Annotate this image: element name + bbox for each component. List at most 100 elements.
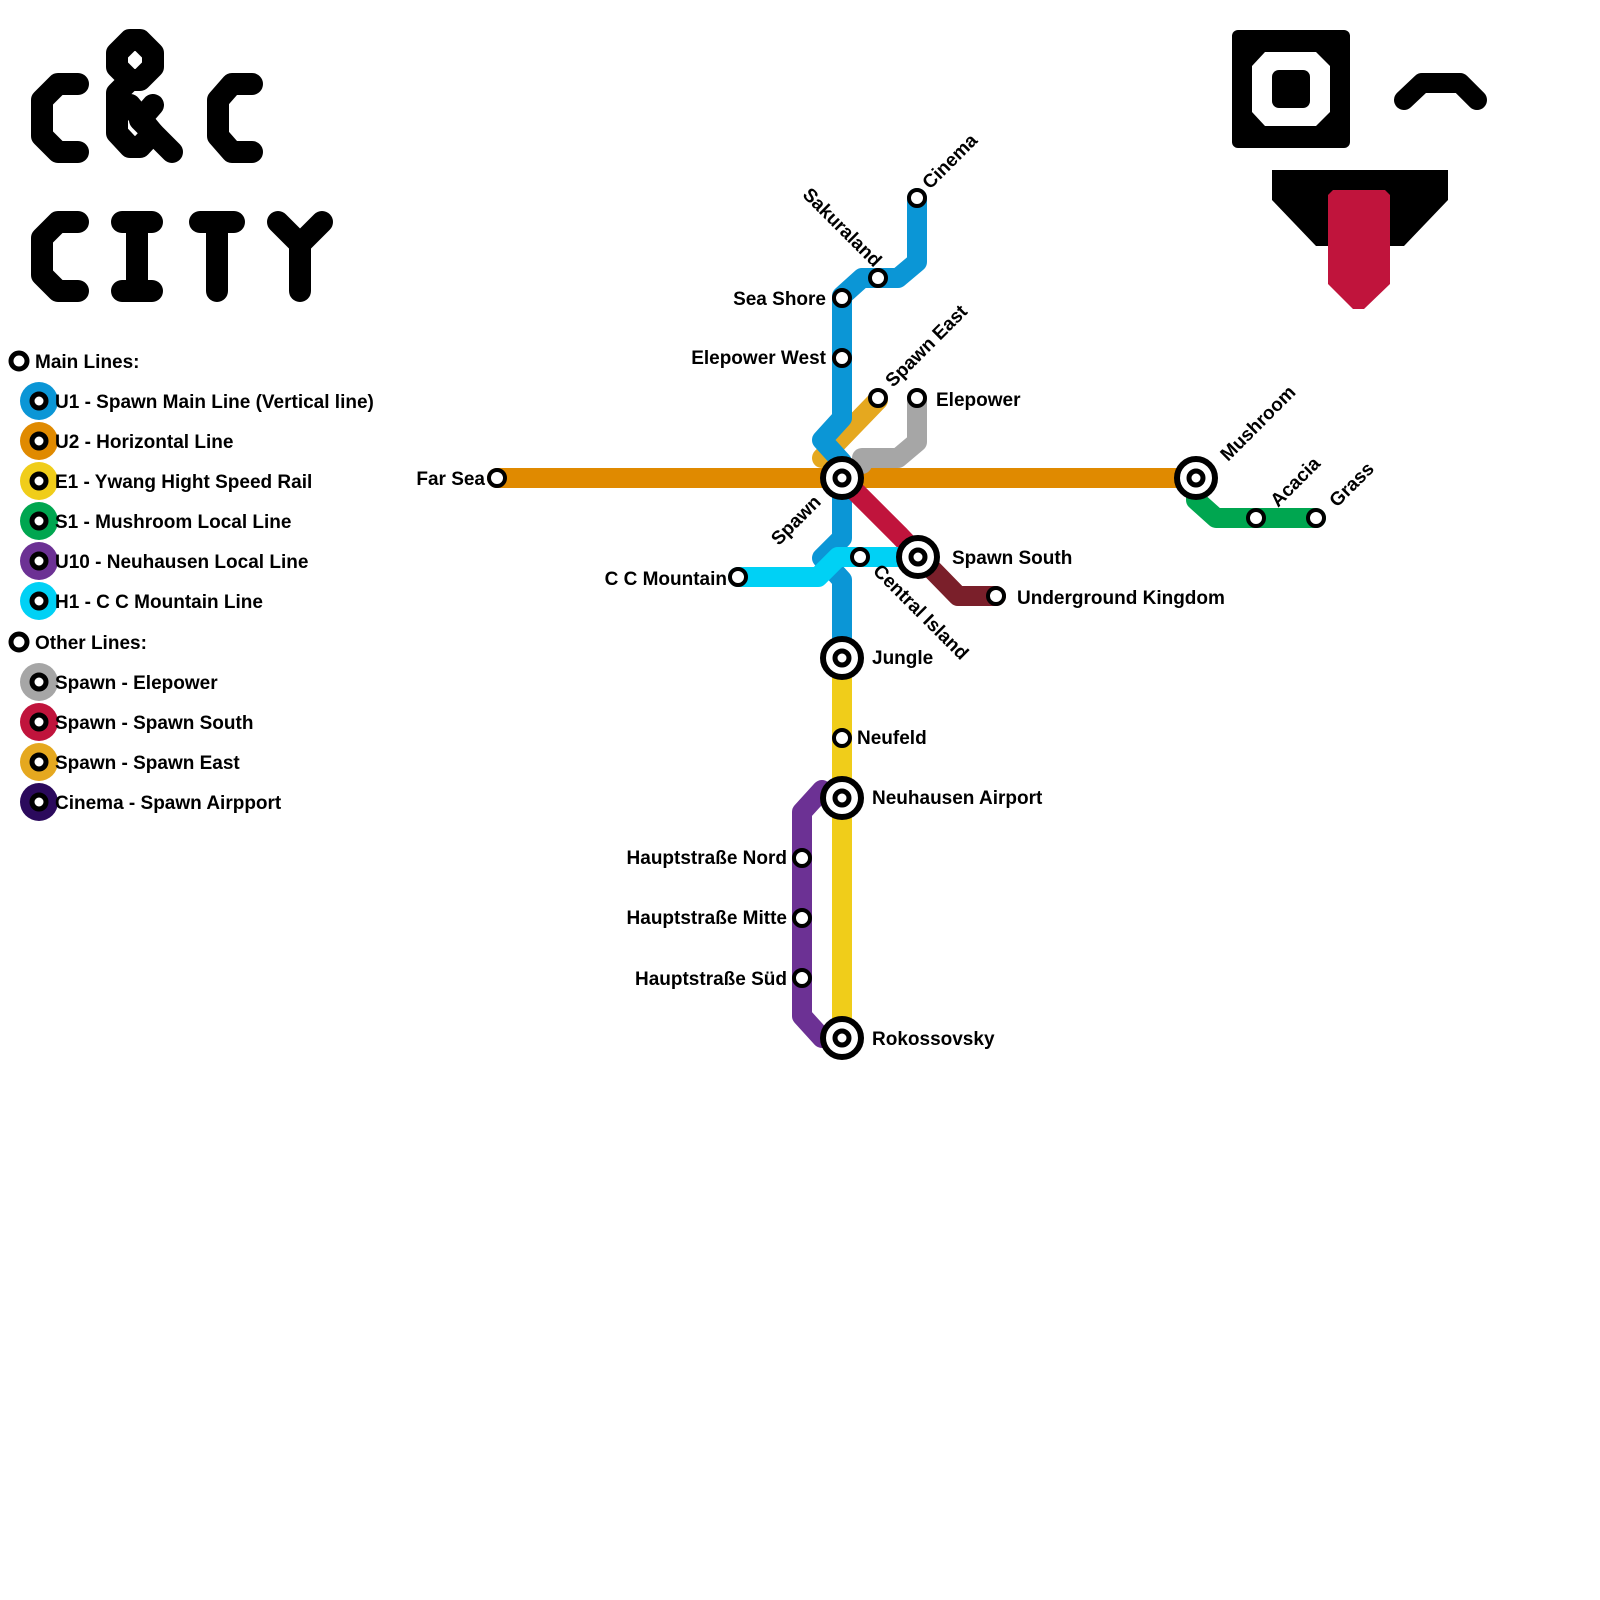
legend-station-dot	[29, 391, 49, 411]
legend-station-dot	[29, 591, 49, 611]
station-dot	[792, 908, 812, 928]
legend-item-main-0[interactable]: U1 - Spawn Main Line (Vertical line)	[20, 382, 374, 420]
station-underground-kingdom[interactable]	[986, 586, 1006, 606]
station-cinema[interactable]	[907, 188, 927, 208]
map-title-graphic	[31, 29, 333, 302]
legend-station-dot	[29, 471, 49, 491]
station-mushroom[interactable]	[1174, 456, 1218, 500]
legend-item-main-1[interactable]: U2 - Horizontal Line	[20, 422, 233, 460]
legend-item-main-2[interactable]: E1 - Ywang Hight Speed Rail	[20, 462, 312, 500]
station-spawn-east[interactable]	[868, 388, 888, 408]
legend-item-label: Spawn - Spawn East	[55, 753, 240, 774]
station-hauptstrasse-sued[interactable]	[792, 968, 812, 988]
station-neuhausen-airport[interactable]	[820, 776, 864, 820]
station-elepower[interactable]	[907, 388, 927, 408]
legend-station-dot	[29, 431, 49, 451]
legend-item-main-4[interactable]: U10 - Neuhausen Local Line	[20, 542, 308, 580]
station-elepower-west[interactable]	[832, 348, 852, 368]
station-dot	[1186, 468, 1206, 488]
legend-station-dot	[29, 752, 49, 772]
station-dot	[1246, 508, 1266, 528]
station-spawn[interactable]	[820, 456, 864, 500]
legend-main-heading-dot	[8, 350, 30, 372]
station-label-elepower-west[interactable]: Elepower West	[691, 348, 826, 369]
station-label-jungle[interactable]: Jungle	[872, 648, 933, 669]
station-dot	[832, 728, 852, 748]
station-label-neufeld[interactable]: Neufeld	[857, 728, 927, 749]
legend-station-dot	[29, 511, 49, 531]
station-neufeld[interactable]	[832, 728, 852, 748]
station-c-c-mountain[interactable]	[728, 567, 748, 587]
station-sea-shore[interactable]	[832, 288, 852, 308]
station-label-c-c-mountain[interactable]: C C Mountain	[605, 569, 727, 590]
legend-item-label: Cinema - Spawn Airpport	[55, 793, 282, 814]
legend-item-other-1[interactable]: Spawn - Spawn South	[20, 703, 253, 741]
legend-item-main-3[interactable]: S1 - Mushroom Local Line	[20, 502, 291, 540]
station-rokossovsky[interactable]	[820, 1016, 864, 1060]
station-label-underground-kingdom[interactable]: Underground Kingdom	[1017, 588, 1225, 609]
station-dot	[832, 288, 852, 308]
station-hauptstrasse-nord[interactable]	[792, 848, 812, 868]
station-dot	[832, 788, 852, 808]
station-central-island[interactable]	[850, 547, 870, 567]
station-sakuraland[interactable]	[868, 268, 888, 288]
stations	[487, 188, 1326, 1060]
legend-other-heading-dot	[8, 631, 30, 653]
station-label-spawn-south[interactable]: Spawn South	[952, 548, 1072, 569]
station-label-mushroom[interactable]: Mushroom	[1217, 382, 1301, 466]
station-dot	[850, 547, 870, 567]
station-label-sakuraland[interactable]: Sakuraland	[798, 184, 885, 271]
station-label-grass[interactable]: Grass	[1326, 459, 1379, 512]
legend-item-label: H1 - C C Mountain Line	[55, 592, 263, 613]
legend: Main Lines: U1 - Spawn Main Line (Vertica…	[8, 350, 374, 821]
legend-item-other-0[interactable]: Spawn - Elepower	[20, 663, 218, 701]
station-label-far-sea[interactable]: Far Sea	[416, 469, 485, 490]
logo-face-graphic	[1232, 30, 1487, 309]
legend-item-other-3[interactable]: Cinema - Spawn Airpport	[20, 783, 282, 821]
station-dot	[868, 268, 888, 288]
station-label-hauptstrasse-sued[interactable]: Hauptstraße Süd	[635, 969, 787, 990]
legend-item-main-5[interactable]: H1 - C C Mountain Line	[20, 582, 263, 620]
line-layer	[487, 188, 1326, 1048]
station-hauptstrasse-mitte[interactable]	[792, 908, 812, 928]
station-dot	[907, 188, 927, 208]
station-label-elepower[interactable]: Elepower	[936, 390, 1021, 411]
station-label-rokossovsky[interactable]: Rokossovsky	[872, 1029, 995, 1050]
station-dot	[908, 547, 928, 567]
station-label-spawn-east[interactable]: Spawn East	[882, 301, 973, 392]
station-dot	[986, 586, 1006, 606]
legend-item-label: U2 - Horizontal Line	[55, 432, 233, 453]
legend-item-label: E1 - Ywang Hight Speed Rail	[55, 472, 312, 493]
legend-station-dot	[29, 672, 49, 692]
station-jungle[interactable]	[820, 636, 864, 680]
legend-station-dot	[29, 551, 49, 571]
station-label-neuhausen-airport[interactable]: Neuhausen Airport	[872, 788, 1043, 809]
station-spawn-south[interactable]	[896, 535, 940, 579]
legend-item-label: S1 - Mushroom Local Line	[55, 512, 291, 533]
station-dot	[832, 348, 852, 368]
station-dot	[832, 468, 852, 488]
station-dot	[907, 388, 927, 408]
line-h1[interactable]	[728, 547, 928, 587]
station-acacia[interactable]	[1246, 508, 1266, 528]
station-dot	[728, 567, 748, 587]
station-dot	[832, 1028, 852, 1048]
station-far-sea[interactable]	[487, 468, 507, 488]
station-dot	[1306, 508, 1326, 528]
station-label-cinema[interactable]: Cinema	[919, 130, 983, 194]
station-grass[interactable]	[1306, 508, 1326, 528]
station-dot	[832, 648, 852, 668]
station-dot	[868, 388, 888, 408]
station-label-sea-shore[interactable]: Sea Shore	[733, 289, 826, 310]
station-label-hauptstrasse-mitte[interactable]: Hauptstraße Mitte	[627, 908, 787, 929]
legend-station-dot	[29, 792, 49, 812]
station-label-spawn[interactable]: Spawn	[767, 492, 825, 550]
legend-item-other-2[interactable]: Spawn - Spawn East	[20, 743, 240, 781]
legend-item-label: Spawn - Elepower	[55, 673, 218, 694]
station-label-hauptstrasse-nord[interactable]: Hauptstraße Nord	[627, 848, 787, 869]
station-dot	[487, 468, 507, 488]
line-spawn-elepower[interactable]	[852, 388, 927, 474]
station-label-acacia[interactable]: Acacia	[1267, 453, 1325, 511]
legend-main-heading: Main Lines:	[35, 352, 140, 373]
